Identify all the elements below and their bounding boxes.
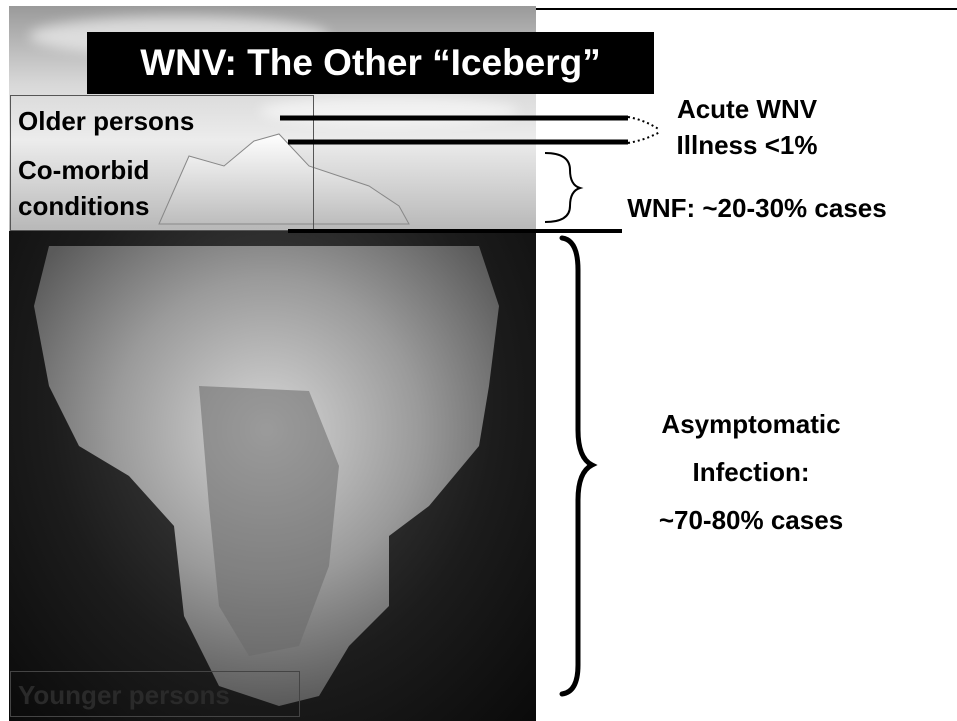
asymptomatic-label-line1: Asymptomatic [620, 406, 882, 442]
asymptomatic-brace [562, 238, 592, 694]
wnf-label: WNF: ~20-30% cases [596, 190, 918, 226]
acute-label-line2: Illness <1% [652, 127, 842, 163]
asymptomatic-label-line3: ~70-80% cases [620, 502, 882, 538]
asymptomatic-label-line2: Infection: [620, 454, 882, 490]
acute-label-line1: Acute WNV [652, 91, 842, 127]
wnf-brace [545, 153, 580, 222]
